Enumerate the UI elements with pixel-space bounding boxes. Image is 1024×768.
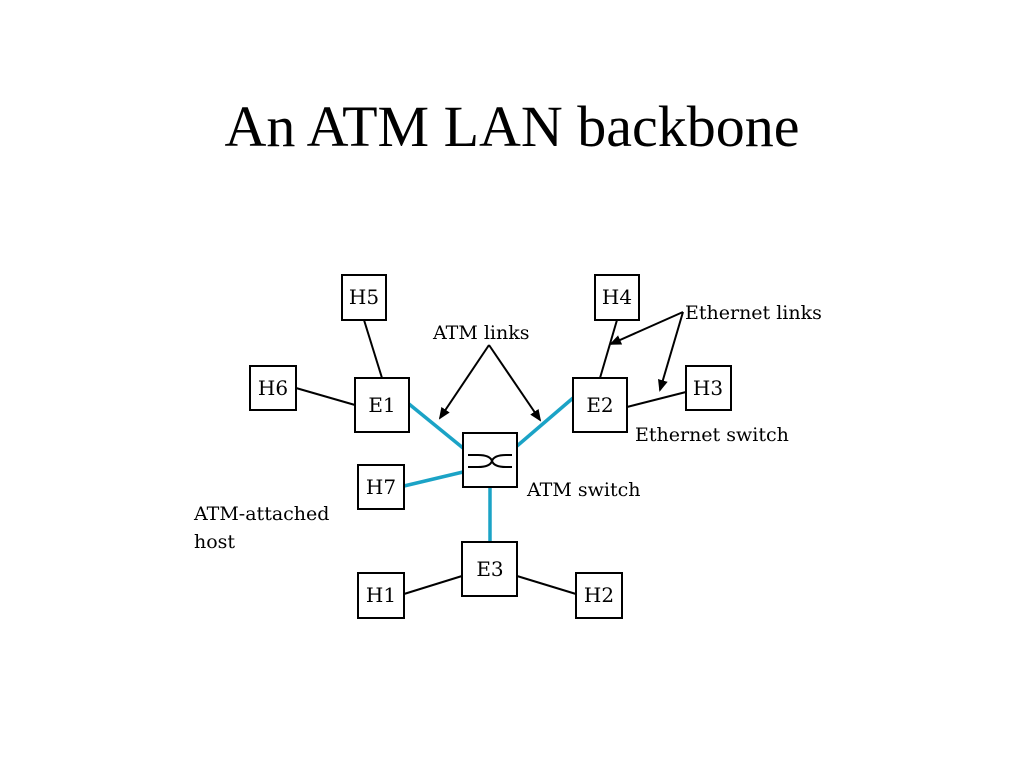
host-h6-label: H6 xyxy=(258,376,288,400)
host-h2-box xyxy=(575,572,623,619)
host-h3: H3 xyxy=(685,365,732,411)
host-h7: H7 xyxy=(357,464,405,510)
host-h5-label: H5 xyxy=(349,285,379,309)
host-h3-label: H3 xyxy=(693,376,723,400)
atm-link-h7-switch xyxy=(403,470,464,488)
atm-switch-label: ATM switch xyxy=(526,479,640,501)
arrow-atm-links-right xyxy=(488,344,542,422)
switch-e2: E2 xyxy=(572,377,628,433)
switch-e2-box xyxy=(572,377,628,433)
host-h1-box xyxy=(357,572,405,619)
host-h4-label: H4 xyxy=(602,285,632,309)
ethernet-links xyxy=(295,319,687,595)
switch-e1: E1 xyxy=(354,377,410,433)
host-h4-box xyxy=(594,274,640,321)
host-h1-label: H1 xyxy=(366,583,396,607)
eth-link-h4-e2 xyxy=(599,319,618,379)
host-h4: H4 xyxy=(594,274,640,321)
host-h3-box xyxy=(685,365,732,411)
ethernet-links-label: Ethernet links xyxy=(685,302,822,324)
atm-links-label: ATM links xyxy=(432,322,530,344)
eth-link-h1-e3 xyxy=(403,575,463,595)
switch-e2-label: E2 xyxy=(586,393,613,417)
atm-attached-host-label-line1: ATM-attached xyxy=(193,503,329,525)
host-h2: H2 xyxy=(575,572,623,619)
eth-link-h6-e1 xyxy=(295,387,356,406)
atm-switch xyxy=(462,432,518,488)
arrow-atm-links-left xyxy=(438,344,490,420)
host-h5-box xyxy=(341,274,387,321)
eth-link-h3-e2 xyxy=(626,391,687,408)
switch-e3-box xyxy=(461,541,518,597)
arrow-ethernet-links-h3 xyxy=(658,311,684,392)
switch-e3-label: E3 xyxy=(476,557,503,581)
atm-links xyxy=(403,396,575,542)
slide-title: An ATM LAN backbone xyxy=(224,94,800,159)
eth-link-h5-e1 xyxy=(363,319,383,379)
switch-e1-box xyxy=(354,377,410,433)
host-h5: H5 xyxy=(341,274,387,321)
eth-link-h2-e3 xyxy=(516,575,577,595)
atm-switch-box xyxy=(462,432,518,488)
atm-link-e2-switch xyxy=(515,396,575,448)
host-h2-label: H2 xyxy=(584,583,614,607)
host-h1: H1 xyxy=(357,572,405,619)
atm-attached-host-label-line2: host xyxy=(194,531,235,553)
atm-link-e1-switch xyxy=(407,402,465,450)
host-h7-box xyxy=(357,464,405,510)
host-h6-box xyxy=(249,365,297,411)
ethernet-switch-label: Ethernet switch xyxy=(635,424,789,446)
annotation-arrows xyxy=(438,311,684,422)
switch-e1-label: E1 xyxy=(368,393,395,417)
atm-switch-icon xyxy=(468,454,512,468)
host-h6: H6 xyxy=(249,365,297,411)
host-h7-label: H7 xyxy=(366,475,396,499)
switch-e3: E3 xyxy=(461,541,518,597)
arrow-ethernet-links-h4 xyxy=(609,311,684,345)
